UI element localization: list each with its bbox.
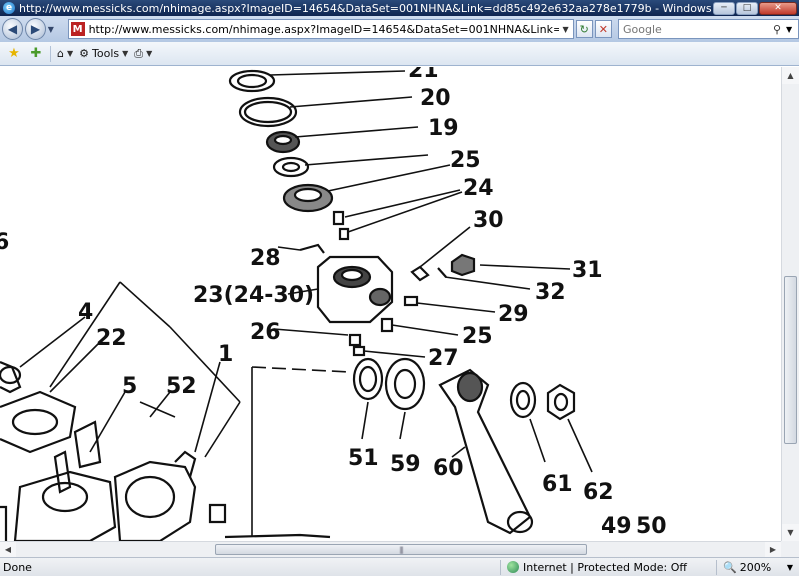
minimize-button[interactable]: ─	[713, 1, 735, 15]
address-dropdown[interactable]: ▼	[562, 24, 569, 34]
search-box[interactable]: ⚲ ▼	[618, 19, 799, 39]
tools-menu[interactable]: ⚙ Tools ▼	[79, 47, 128, 60]
label-30: 30	[473, 208, 504, 233]
globe-icon	[507, 561, 519, 573]
search-provider-dropdown[interactable]: ▼	[786, 24, 793, 34]
page-content: 21 20 19 25 24 30 28 31 23(24-30) 32 29 …	[0, 67, 781, 541]
scroll-down-arrow-icon[interactable]: ▼	[782, 524, 799, 541]
zoom-dropdown-icon[interactable]: ▼	[786, 562, 793, 572]
address-bar[interactable]: M http://www.messicks.com/nhimage.aspx?I…	[67, 19, 574, 39]
scroll-left-arrow-icon[interactable]: ◀	[0, 542, 16, 557]
label-25-top: 25	[450, 148, 481, 173]
horizontal-scroll-thumb[interactable]: |||	[215, 544, 587, 555]
tools-dropdown-icon: ▼	[122, 49, 129, 58]
command-bar: ★ ✚ ⌂ ▼ ⚙ Tools ▼ ⎙ ▼	[0, 42, 799, 66]
zoom-level: 200%	[739, 560, 772, 574]
label-26: 26	[250, 320, 281, 345]
refresh-icon: ↻	[579, 22, 589, 36]
label-29: 29	[498, 302, 529, 327]
home-button[interactable]: ⌂ ▼	[57, 47, 73, 60]
label-21: 21	[408, 67, 439, 83]
part-labels: 21 20 19 25 24 30 28 31 23(24-30) 32 29 …	[0, 67, 667, 539]
zone-text: Internet | Protected Mode: Off	[523, 560, 687, 574]
label-25-bottom: 25	[462, 324, 493, 349]
vertical-scroll-thumb[interactable]	[784, 276, 797, 444]
print-button[interactable]: ⎙ ▼	[134, 47, 152, 61]
vertical-scrollbar[interactable]: ▲ ▼	[781, 67, 799, 541]
zoom-magnifier-icon: 🔍	[723, 560, 737, 574]
label-51: 51	[348, 446, 379, 471]
add-favorites-icon[interactable]: ✚	[30, 46, 42, 61]
refresh-button[interactable]: ↻	[575, 20, 593, 38]
ie-logo-icon: e	[3, 2, 15, 14]
site-favicon-icon: M	[70, 22, 85, 36]
gear-icon: ⚙	[79, 47, 90, 60]
home-dropdown-icon[interactable]: ▼	[66, 49, 74, 58]
stop-icon: ✕	[598, 22, 609, 36]
label-20: 20	[420, 86, 451, 111]
label-52: 52	[166, 374, 197, 399]
search-icon[interactable]: ⚲	[772, 22, 782, 36]
window-title: http://www.messicks.com/nhimage.aspx?Ima…	[19, 1, 713, 15]
label-49: 49	[601, 514, 632, 539]
parts-diagram: 21 20 19 25 24 30 28 31 23(24-30) 32 29 …	[0, 67, 667, 541]
label-19: 19	[428, 116, 459, 141]
favorites-star-icon[interactable]: ★	[8, 46, 20, 61]
scrollbar-corner	[781, 541, 799, 557]
leader-lines	[19, 70, 593, 537]
printer-icon: ⎙	[134, 46, 144, 60]
forward-button[interactable]: ▶	[25, 18, 47, 40]
label-62: 62	[583, 480, 614, 505]
tools-label: Tools	[92, 47, 120, 60]
navigation-bar: ◀ ▶ ▼ M http://www.messicks.com/nhimage.…	[0, 16, 799, 42]
label-1: 1	[218, 342, 233, 367]
command-separator	[50, 45, 51, 62]
close-button[interactable]: ✕	[759, 1, 797, 15]
label-22: 22	[96, 326, 127, 351]
label-23: 23(24-30)	[193, 283, 314, 308]
window-controls: ─ □ ✕	[713, 1, 797, 15]
label-27: 27	[428, 346, 459, 371]
label-6: 6	[0, 230, 9, 255]
label-4: 4	[78, 300, 93, 325]
stop-button[interactable]: ✕	[594, 20, 613, 38]
scroll-up-arrow-icon[interactable]: ▲	[782, 67, 799, 84]
diagram-parts	[0, 69, 576, 541]
title-bar: e http://www.messicks.com/nhimage.aspx?I…	[0, 0, 799, 16]
maximize-button[interactable]: □	[736, 1, 758, 15]
label-60: 60	[433, 456, 464, 481]
label-28: 28	[250, 246, 281, 271]
forward-arrow-icon: ▶	[30, 22, 41, 36]
status-bar: Done Internet | Protected Mode: Off 🔍 20…	[0, 557, 799, 576]
back-button[interactable]: ◀	[2, 18, 24, 40]
label-32: 32	[535, 280, 566, 305]
label-5: 5	[122, 374, 137, 399]
print-dropdown-icon: ▼	[146, 49, 153, 58]
back-arrow-icon: ◀	[7, 22, 18, 36]
security-zone[interactable]: Internet | Protected Mode: Off	[501, 561, 716, 574]
label-59: 59	[390, 452, 421, 477]
status-separator	[500, 559, 501, 575]
zoom-control[interactable]: 🔍 200% ▼	[717, 561, 799, 574]
label-61: 61	[542, 472, 573, 497]
search-input[interactable]	[619, 22, 769, 36]
label-24: 24	[463, 176, 494, 201]
horizontal-scrollbar[interactable]: ◀ ||| ▶	[0, 541, 781, 557]
address-url[interactable]: http://www.messicks.com/nhimage.aspx?Ima…	[88, 22, 559, 36]
status-text: Done	[3, 560, 32, 574]
scroll-right-arrow-icon[interactable]: ▶	[765, 542, 781, 557]
history-dropdown[interactable]: ▼	[47, 24, 54, 34]
label-50: 50	[636, 514, 667, 539]
home-icon: ⌂	[57, 47, 64, 60]
label-31: 31	[572, 258, 603, 283]
status-separator	[716, 559, 717, 575]
